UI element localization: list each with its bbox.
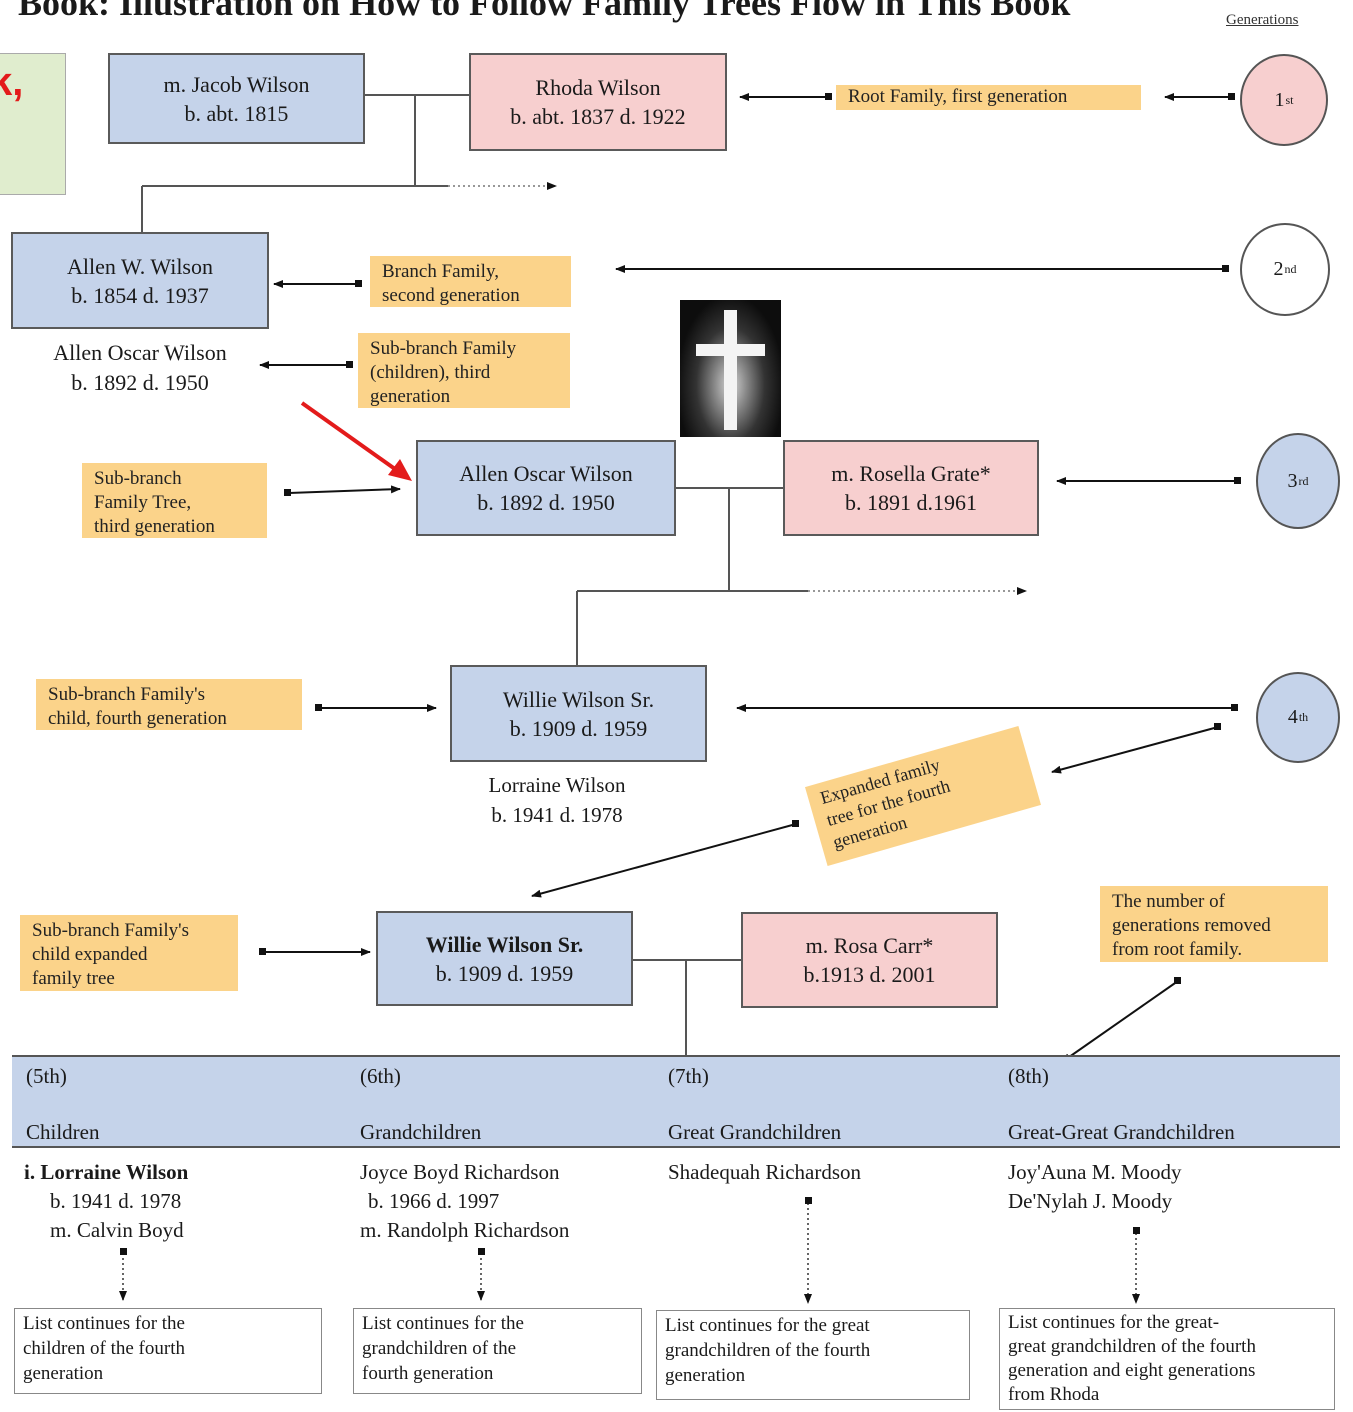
person-dates: b. 1909 d. 1959 [435,960,574,986]
note-sub-branch-expanded: Sub-branch Family's child expanded famil… [20,915,238,991]
person-name: m. Jacob Wilson [163,71,310,97]
note-sub-branch-child: Sub-branch Family's child, fourth genera… [36,679,302,730]
column-children-entries: i. Lorraine Wilson b. 1941 d. 1978 m. Ca… [24,1160,189,1242]
generations-label: Generations [1226,12,1299,28]
person-name: Rhoda Wilson [535,75,661,100]
note-sub-branch-tree: Sub-branch Family Tree, third generation [82,463,267,538]
column-great-grandchildren-entries: Shadequah Richardson [668,1160,862,1184]
band-label-6: Grandchildren [360,1120,482,1144]
person-name: Willie Wilson Sr. [425,931,584,957]
note-generations-removed: The number of generations removed from r… [1100,886,1328,962]
note-sub-branch-children: Sub-branch Family (children), third gene… [358,333,570,408]
person-willie-wilson-sr: Willie Wilson Sr. b. 1909 d. 1959 [450,665,707,762]
person-dates: b. 1909 d. 1959 [509,715,648,741]
continues-box-great-great-grandchildren: List continues for the great- great gran… [999,1308,1335,1410]
person-jacob-wilson: m. Jacob Wilson b. abt. 1815 [108,53,365,144]
column-great-great-grandchildren-entries: Joy'Auna M. Moody De'Nylah J. Moody [1008,1160,1182,1213]
note-branch-family: Branch Family, second generation [370,256,571,307]
red-pointer-arrow [300,401,404,476]
continues-box-grandchildren: List continues for the grandchildren of … [353,1308,642,1394]
person-allen-oscar-wilson: Allen Oscar Wilson b. 1892 d. 1950 [416,440,676,536]
person-dates: b. 1891 d.1961 [845,490,977,515]
person-allen-oscar-wilson-plain: Allen Oscar Wilson b. 1892 d. 1950 [53,340,227,395]
person-name: Allen W. Wilson [67,253,213,279]
person-name: Willie Wilson Sr. [502,686,655,712]
cross-image [680,300,781,437]
continues-box-great-grandchildren: List continues for the great grandchildr… [656,1310,970,1400]
continues-box-children: List continues for the children of the f… [14,1308,322,1394]
person-rosa-carr: m. Rosa Carr* b.1913 d. 2001 [741,912,998,1008]
page-title: Book: Illustration on How to Follow Fami… [18,0,1071,23]
person-rosella-grate: m. Rosella Grate* b. 1891 d.1961 [783,440,1039,536]
band-label-7: Great Grandchildren [668,1120,842,1144]
person-dates: b. abt. 1837 d. 1922 [510,104,686,129]
band-gen-5: (5th) [26,1064,67,1088]
person-dates: b. abt. 1815 [184,100,289,126]
corner-callout-text: k, [0,60,24,104]
person-name: m. Rosa Carr* [805,933,934,958]
person-dates: b.1913 d. 2001 [803,962,936,987]
band-label-8: Great-Great Grandchildren [1008,1120,1235,1144]
person-dates: b. 1854 d. 1937 [71,282,209,308]
band-gen-6: (6th) [360,1064,401,1088]
generation-band [12,1055,1340,1148]
column-grandchildren-entries: Joyce Boyd Richardson b. 1966 d. 1997 m.… [360,1160,570,1242]
note-root-family: Root Family, first generation [836,85,1141,110]
band-label-5: Children [26,1120,100,1144]
person-name: Allen Oscar Wilson [459,461,633,486]
band-gen-8: (8th) [1008,1064,1049,1088]
person-rhoda-wilson: Rhoda Wilson b. abt. 1837 d. 1922 [469,53,727,151]
band-gen-7: (7th) [668,1064,709,1088]
person-allen-w-wilson: Allen W. Wilson b. 1854 d. 1937 [11,232,269,329]
person-name: m. Rosella Grate* [831,461,991,486]
cross-icon [696,310,765,430]
person-dates: b. 1892 d. 1950 [477,490,615,515]
person-lorraine-wilson-plain: Lorraine Wilson b. 1941 d. 1978 [488,773,626,827]
person-willie-wilson-sr-expanded: Willie Wilson Sr. b. 1909 d. 1959 [376,911,633,1006]
corner-callout [0,53,66,195]
